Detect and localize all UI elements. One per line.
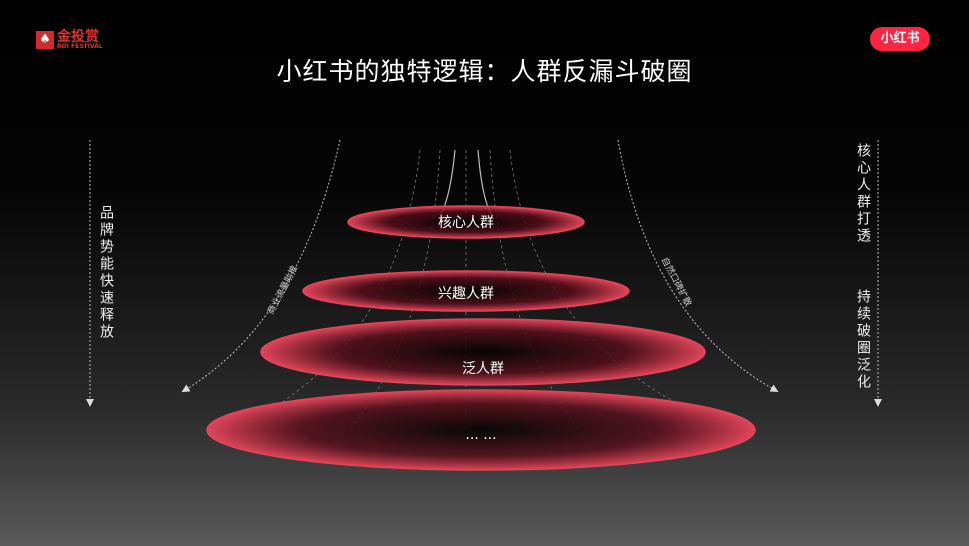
layer-2-ellipse [302,270,630,312]
layer-label-more: ... ... [465,427,497,443]
layer-label-general: 泛人群 [462,361,504,377]
xiaohongshu-badge: 小红书 [870,27,930,51]
layer-label-interest: 兴趣人群 [438,286,494,302]
left-vertical-text: 品牌势能快速释放 [98,205,114,341]
right-curve-arrow [617,139,779,392]
layer-1-ellipse [347,205,585,239]
logo-en: ROI FESTIVAL [57,43,103,50]
right-vertical-text-top: 核心人群打透 [855,143,871,245]
page-title: 小红书的独特逻辑：人群反漏斗破圈 [276,57,693,86]
layer-label-core: 核心人群 [438,215,494,231]
logo-cn: 金投赏 [57,29,99,45]
right-vertical-text-bottom: 持续破圈泛化 [855,289,871,391]
layer-3-ellipse [260,318,706,386]
logo-mark-icon: ♠ [36,31,54,49]
layer-4-ellipse [206,389,756,471]
left-curve-arrow [181,139,341,393]
